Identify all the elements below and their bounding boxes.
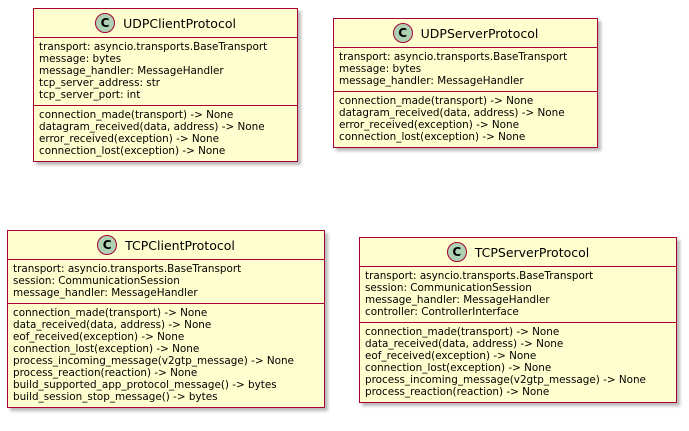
method: connection_made(transport) -> None: [339, 95, 534, 107]
class-header: C TCPServerProtocol: [360, 238, 676, 267]
attribute: message: bytes: [39, 53, 122, 65]
method: connection_made(transport) -> None: [39, 109, 234, 121]
attributes-section: transport: asyncio.transports.BaseTransp…: [34, 38, 297, 106]
class-name: TCPClientProtocol: [125, 237, 235, 253]
attribute: transport: asyncio.transports.BaseTransp…: [13, 263, 242, 275]
method: error_received(exception) -> None: [39, 133, 219, 145]
methods-section: connection_made(transport) -> None datag…: [334, 92, 597, 147]
methods-section: connection_made(transport) -> None datag…: [34, 106, 297, 161]
method: connection_lost(exception) -> None: [39, 145, 226, 157]
method: data_received(data, address) -> None: [365, 338, 564, 350]
attribute: tcp_server_port: int: [39, 89, 141, 101]
method: build_supported_app_protocol_message() -…: [13, 379, 277, 391]
attribute: session: CommunicationSession: [13, 275, 180, 287]
method: build_session_stop_message() -> bytes: [13, 391, 218, 403]
attribute: message_handler: MessageHandler: [339, 75, 524, 87]
attribute: message: bytes: [339, 63, 422, 75]
attribute: message_handler: MessageHandler: [39, 65, 224, 77]
attribute: tcp_server_address: str: [39, 77, 161, 89]
class-name: UDPClientProtocol: [123, 15, 236, 31]
method: data_received(data, address) -> None: [13, 319, 212, 331]
method: process_reaction(reaction) -> None: [365, 386, 550, 398]
class-header: C UDPClientProtocol: [34, 9, 297, 38]
method: datagram_received(data, address) -> None: [339, 107, 565, 119]
attributes-section: transport: asyncio.transports.BaseTransp…: [360, 267, 676, 323]
class-c-icon: C: [95, 13, 116, 33]
class-c-icon: C: [392, 23, 413, 43]
attribute: transport: asyncio.transports.BaseTransp…: [39, 41, 268, 53]
attribute: transport: asyncio.transports.BaseTransp…: [365, 270, 594, 282]
class-tcp-client-protocol: C TCPClientProtocol transport: asyncio.t…: [7, 230, 325, 408]
attribute: session: CommunicationSession: [365, 282, 532, 294]
methods-section: connection_made(transport) -> None data_…: [360, 323, 676, 402]
method: connection_made(transport) -> None: [13, 307, 208, 319]
class-udp-server-protocol: C UDPServerProtocol transport: asyncio.t…: [333, 18, 598, 148]
method: connection_lost(exception) -> None: [365, 362, 552, 374]
attributes-section: transport: asyncio.transports.BaseTransp…: [8, 260, 324, 304]
class-name: TCPServerProtocol: [474, 244, 590, 260]
attribute: controller: ControllerInterface: [365, 306, 519, 318]
method: connection_lost(exception) -> None: [339, 131, 526, 143]
method: process_incoming_message(v2gtp_message) …: [13, 355, 294, 367]
method: connection_lost(exception) -> None: [13, 343, 200, 355]
class-udp-client-protocol: C UDPClientProtocol transport: asyncio.t…: [33, 8, 298, 162]
method: eof_received(exception) -> None: [13, 331, 185, 343]
method: error_received(exception) -> None: [339, 119, 519, 131]
method: eof_received(exception) -> None: [365, 350, 537, 362]
class-c-icon: C: [97, 235, 118, 255]
class-header: C UDPServerProtocol: [334, 19, 597, 48]
method: process_reaction(reaction) -> None: [13, 367, 198, 379]
attribute: message_handler: MessageHandler: [365, 294, 550, 306]
attribute: transport: asyncio.transports.BaseTransp…: [339, 51, 568, 63]
class-c-icon: C: [446, 242, 467, 262]
class-header: C TCPClientProtocol: [8, 231, 324, 260]
attributes-section: transport: asyncio.transports.BaseTransp…: [334, 48, 597, 92]
class-tcp-server-protocol: C TCPServerProtocol transport: asyncio.t…: [359, 237, 677, 403]
method: process_incoming_message(v2gtp_message) …: [365, 374, 646, 386]
method: connection_made(transport) -> None: [365, 326, 560, 338]
method: datagram_received(data, address) -> None: [39, 121, 265, 133]
attribute: message_handler: MessageHandler: [13, 287, 198, 299]
methods-section: connection_made(transport) -> None data_…: [8, 304, 324, 407]
class-name: UDPServerProtocol: [420, 25, 539, 41]
